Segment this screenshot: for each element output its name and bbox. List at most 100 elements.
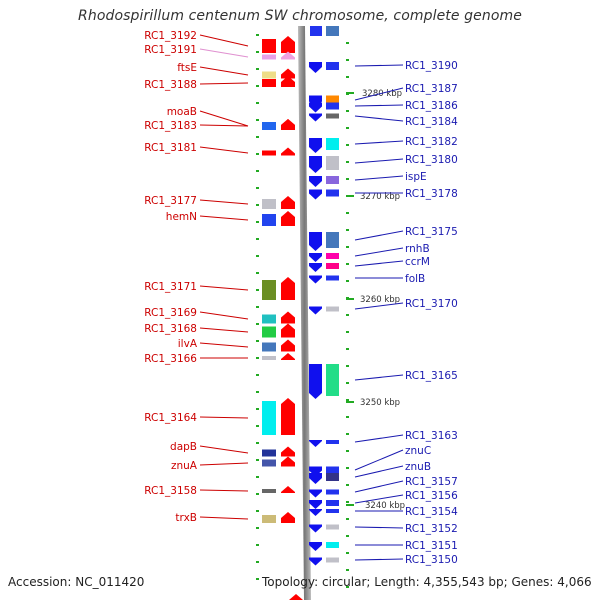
right-gene-label[interactable]: RC1_3178 [405, 188, 458, 200]
left-tick-mark [256, 119, 259, 121]
scale-label: 3250 kbp [360, 398, 400, 408]
right-tick-mark [346, 569, 349, 571]
right-gene-label[interactable]: RC1_3151 [405, 540, 458, 552]
right-gene-connector [354, 302, 404, 310]
left-gene-connector [199, 124, 249, 127]
right-gene-block [326, 263, 339, 269]
left-tick-mark [256, 408, 259, 410]
right-gene-label[interactable]: RC1_3163 [405, 430, 458, 442]
left-tick-mark [256, 357, 259, 359]
left-gene-label[interactable]: dapB [170, 441, 197, 453]
left-gene-connector [199, 285, 249, 291]
left-gene-label[interactable]: trxB [175, 512, 197, 524]
left-gene-arrow [281, 512, 295, 523]
left-gene-label[interactable]: moaB [167, 106, 197, 118]
left-gene-label[interactable]: RC1_3183 [144, 120, 197, 132]
left-gene-block [262, 326, 276, 338]
left-tick-mark [256, 578, 259, 580]
right-gene-label[interactable]: RC1_3150 [405, 554, 458, 566]
right-gene-label[interactable]: RC1_3190 [405, 60, 458, 72]
left-gene-label[interactable]: RC1_3191 [144, 44, 197, 56]
right-gene-label[interactable]: RC1_3180 [405, 154, 458, 166]
left-tick-mark [256, 68, 259, 70]
right-gene-block [326, 466, 339, 474]
right-gene-label[interactable]: znuC [405, 445, 431, 457]
right-gene-label[interactable]: RC1_3182 [405, 136, 458, 148]
left-gene-arrow [281, 147, 295, 156]
right-gene-label[interactable]: rnhB [405, 243, 430, 255]
left-tick-mark [256, 221, 259, 223]
left-gene-label[interactable]: RC1_3177 [144, 195, 197, 207]
right-tick-mark [346, 433, 349, 435]
left-gene-label[interactable]: RC1_3158 [144, 485, 197, 497]
left-gene-connector [199, 110, 249, 127]
right-gene-connector [354, 558, 404, 561]
right-gene-label[interactable]: RC1_3165 [405, 370, 458, 382]
right-gene-label[interactable]: RC1_3184 [405, 116, 458, 128]
left-gene-arrow [281, 211, 295, 226]
topology-text: Topology: circular; Length: 4,355,543 bp… [262, 575, 592, 589]
left-gene-label[interactable]: RC1_3188 [144, 79, 197, 91]
left-gene-connector [199, 327, 249, 333]
left-gene-block [262, 280, 276, 300]
right-gene-label[interactable]: RC1_3152 [405, 523, 458, 535]
left-gene-label[interactable]: ilvA [178, 338, 198, 350]
right-gene-arrow [309, 557, 322, 566]
left-tick-mark [256, 493, 259, 495]
left-gene-label[interactable]: RC1_3171 [144, 281, 197, 293]
right-tick-mark [346, 110, 349, 112]
right-gene-label[interactable]: RC1_3156 [405, 490, 458, 502]
left-gene-label[interactable]: hemN [166, 211, 197, 223]
right-gene-label[interactable]: znuB [405, 461, 431, 473]
right-tick-mark [346, 246, 349, 248]
left-gene-connector [199, 146, 249, 154]
left-gene-label[interactable]: znuA [171, 460, 198, 472]
right-gene-label[interactable]: RC1_3157 [405, 476, 458, 488]
right-gene-label[interactable]: folB [405, 273, 425, 285]
right-gene-label[interactable]: ispE [405, 171, 427, 183]
left-gene-label[interactable]: RC1_3164 [144, 412, 197, 424]
left-gene-block [262, 356, 276, 360]
left-tick-mark [256, 425, 259, 427]
right-tick-mark [346, 501, 349, 503]
scale-label: 3260 kbp [360, 295, 400, 305]
right-gene-label[interactable]: RC1_3187 [405, 83, 458, 95]
left-gene-connector [199, 48, 249, 58]
left-tick-mark [256, 527, 259, 529]
right-gene-label[interactable]: RC1_3175 [405, 226, 458, 238]
left-gene-arrow [281, 339, 295, 352]
right-gene-label[interactable]: RC1_3186 [405, 100, 458, 112]
left-gene-arrow [281, 398, 295, 435]
left-gene-label[interactable]: RC1_3181 [144, 142, 197, 154]
left-gene-arrow [281, 51, 295, 60]
right-gene-connector [354, 480, 404, 493]
left-gene-label[interactable]: RC1_3166 [144, 353, 197, 365]
right-gene-connector [354, 140, 404, 145]
right-gene-arrow [309, 62, 322, 73]
right-gene-connector [354, 158, 404, 164]
scale-tick [346, 298, 354, 300]
left-gene-label[interactable]: ftsE [177, 62, 197, 74]
left-gene-block [262, 314, 276, 324]
right-gene-arrow [309, 473, 322, 484]
right-gene-label[interactable]: RC1_3154 [405, 506, 458, 518]
left-gene-block [262, 459, 276, 467]
left-gene-block [262, 199, 276, 209]
left-gene-label[interactable]: RC1_3192 [144, 30, 197, 42]
accession-text: Accession: NC_011420 [8, 575, 145, 589]
right-gene-block [326, 306, 339, 312]
right-gene-block [326, 440, 339, 444]
left-gene-connector [199, 462, 249, 466]
left-gene-connector [199, 445, 249, 454]
left-tick-mark [256, 51, 259, 53]
right-gene-label[interactable]: ccrM [405, 256, 430, 268]
right-gene-arrow [309, 102, 322, 113]
right-tick-mark [346, 518, 349, 520]
left-tick-mark [256, 340, 259, 342]
right-gene-connector [354, 494, 404, 504]
left-tick-mark [256, 136, 259, 138]
left-gene-label[interactable]: RC1_3168 [144, 323, 197, 335]
right-gene-label[interactable]: RC1_3170 [405, 298, 458, 310]
left-gene-label[interactable]: RC1_3169 [144, 307, 197, 319]
